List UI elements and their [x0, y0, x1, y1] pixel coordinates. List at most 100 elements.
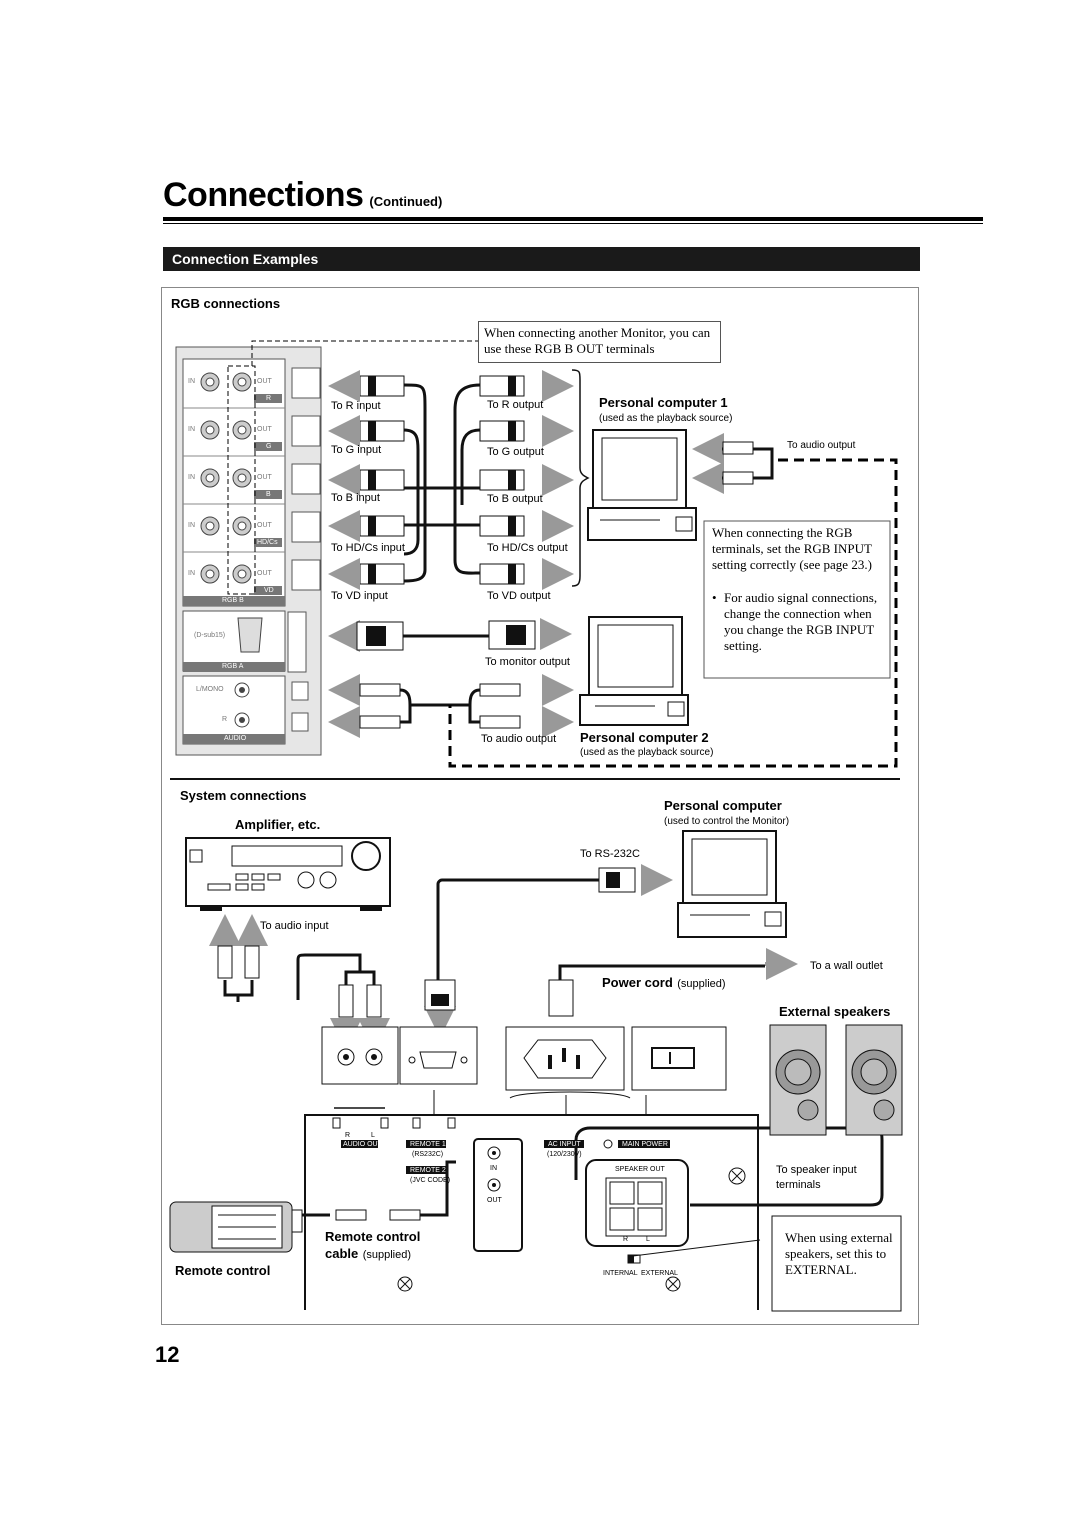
label-to-monitor-output: To monitor output: [485, 656, 570, 668]
pc1-title: Personal computer 1: [599, 395, 728, 410]
label-g-output: To G output: [487, 446, 544, 458]
pc2-title: Personal computer 2: [580, 730, 709, 745]
section-heading: Connection Examples: [163, 247, 920, 271]
pc2-subtitle: (used as the playback source): [580, 747, 714, 758]
panel-out-label: OUT: [257, 474, 272, 481]
rca-plug: [722, 471, 754, 485]
amplifier-label: Amplifier, etc.: [235, 817, 321, 832]
title-rule-thin: [163, 223, 983, 224]
pc-system-drawing: [677, 830, 787, 938]
rear-rs232c: (RS232C): [412, 1151, 444, 1158]
panel-out-label: OUT: [257, 378, 272, 385]
note-side-bullet: •: [712, 590, 717, 605]
panel-in-label: IN: [188, 378, 195, 385]
panel-in-label: IN: [188, 474, 195, 481]
rear-remote2: REMOTE 2: [410, 1167, 446, 1174]
label-r-output: To R output: [487, 399, 544, 411]
label-to-audio-input: To audio input: [260, 920, 329, 932]
panel-out-label: OUT: [257, 426, 272, 433]
power-cord-supplied: (supplied): [677, 978, 726, 990]
note-top: When connecting another Monitor, you can…: [478, 321, 721, 363]
rear-main-power: MAIN POWER: [622, 1141, 668, 1148]
rear-speaker-r: R: [623, 1236, 629, 1243]
panel-row-g: G: [266, 443, 272, 450]
amplifier-drawing: [185, 837, 391, 911]
title-text: Connections: [163, 176, 364, 214]
external-speakers-label: External speakers: [779, 1004, 891, 1019]
rear-jvc: (JVC CODE): [410, 1177, 451, 1184]
panel-in-label: IN: [188, 426, 195, 433]
bnc-connectors-left: [359, 375, 405, 585]
power-cord-title: Power cord: [602, 975, 673, 990]
title-suffix: (Continued): [369, 194, 443, 209]
module-power-switch: [631, 1026, 727, 1091]
dsub-cable: [356, 620, 536, 651]
bnc-connectors-right: [479, 375, 525, 585]
page-number: 12: [155, 1342, 180, 1367]
label-hdcs-input: To HD/Cs input: [331, 542, 405, 554]
note-external-frame: [771, 1215, 902, 1312]
rear-speaker-out: SPEAKER OUT: [615, 1166, 665, 1173]
label-vd-output: To VD output: [487, 590, 551, 602]
monitor-rear-panel: [175, 340, 478, 756]
panel-out-label: OUT: [257, 522, 272, 529]
panel-in-label: IN: [188, 522, 195, 529]
page-title: Connections (Continued): [163, 176, 442, 215]
power-cord-label: Power cord (supplied): [602, 974, 726, 992]
label-to-audio-output-2: To audio output: [481, 733, 557, 745]
remote-control-label: Remote control: [175, 1263, 271, 1278]
note-side-1: When connecting the RGB terminals, set t…: [712, 525, 872, 572]
panel-row-vd: VD: [264, 587, 274, 594]
panel-row-b: B: [266, 491, 271, 498]
rear-ac-input: AC INPUT: [548, 1141, 581, 1148]
panel-dsub: (D-sub15): [194, 632, 226, 639]
pc-system-title: Personal computer: [664, 798, 782, 813]
signal-arrows: [328, 370, 724, 738]
diagram-frame: [161, 287, 919, 1325]
panel-row-hdcs: HD/Cs: [257, 539, 278, 546]
rear-l: L: [371, 1132, 375, 1139]
module-audio-out: [321, 1026, 399, 1085]
rear-in: IN: [490, 1165, 497, 1172]
remote-cable-label: Remote control cable (supplied): [325, 1228, 420, 1264]
pc-system-subtitle: (used to control the Monitor): [664, 816, 790, 827]
system-heading: System connections: [180, 788, 307, 803]
label-hdcs-output: To HD/Cs output: [487, 542, 568, 554]
rgb-heading: RGB connections: [171, 296, 281, 311]
label-to-speaker-input: To speaker input terminals: [776, 1164, 857, 1191]
note-side-2: For audio signal connections, change the…: [724, 590, 878, 653]
panel-row-r: R: [266, 395, 272, 402]
module-ac-input: [505, 1026, 625, 1091]
label-b-output: To B output: [487, 493, 543, 505]
remote-cable-title: Remote control: [325, 1229, 421, 1244]
rear-audio-out: AUDIO OUT: [343, 1141, 382, 1148]
rear-external: EXTERNAL: [641, 1270, 678, 1277]
note-box-frame: [703, 520, 891, 679]
rear-r: R: [345, 1132, 351, 1139]
label-to-wall-outlet: To a wall outlet: [810, 960, 883, 972]
remote-cable-sub: cable: [325, 1246, 359, 1261]
panel-rgb-a: RGB A: [222, 663, 244, 670]
bnc-rows: [183, 372, 285, 595]
remote-cable-supplied: (supplied): [362, 1249, 412, 1261]
panel-lmono: L/MONO: [196, 686, 224, 693]
rear-panel: [304, 1090, 761, 1310]
label-r-input: To R input: [331, 400, 381, 412]
dashed-audio-path: [448, 458, 898, 768]
label-g-input: To G input: [331, 444, 382, 456]
panel-rgb-b: RGB B: [222, 597, 244, 604]
panel-out-label: OUT: [257, 570, 272, 577]
brace: [571, 369, 590, 587]
panel-audio: AUDIO: [224, 735, 247, 742]
external-speakers-drawing: [769, 1024, 903, 1136]
plugs-system: [217, 867, 636, 1221]
rear-speaker-l: L: [646, 1236, 650, 1243]
note-external: When using external speakers, set this t…: [785, 1230, 893, 1277]
rear-remote1: REMOTE 1: [410, 1141, 446, 1148]
pc2-drawing: [579, 616, 689, 726]
label-to-audio-output-1: To audio output: [787, 440, 856, 451]
audio-cables-rgb: [359, 683, 521, 729]
pc1-drawing: [587, 429, 697, 541]
title-rule: [163, 217, 983, 221]
